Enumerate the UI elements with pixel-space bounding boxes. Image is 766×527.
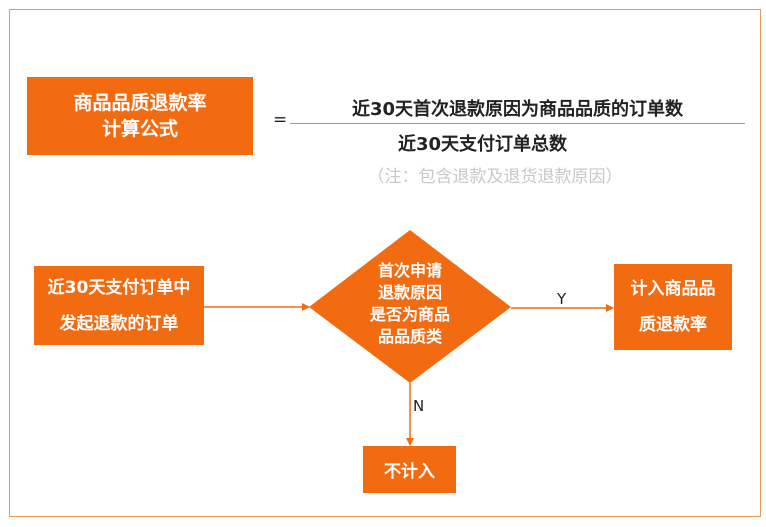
formula-title-line1: 商品品质退款率 [73, 92, 207, 114]
yes-result-line2: 质退款率 [639, 315, 707, 335]
yes-label: Y [557, 290, 567, 308]
formula-title-box: 商品品质退款率 计算公式 [27, 77, 253, 155]
formula-title-line2: 计算公式 [101, 118, 178, 140]
diagram-frame [9, 9, 761, 517]
no-label: N [413, 397, 425, 415]
decision-line-2: 退款原因 [377, 283, 442, 302]
formula-note: （注：包含退款及退货退款原因） [367, 167, 623, 187]
formula-denominator: 近30天支付订单总数 [397, 134, 568, 155]
no-result-box: 不计入 [363, 446, 456, 493]
no-result-text: 不计入 [384, 462, 435, 482]
start-line2: 发起退款的订单 [59, 313, 179, 334]
start-line1: 近30天支付订单中 [47, 277, 191, 298]
start-box: 近30天支付订单中 发起退款的订单 [34, 266, 204, 345]
formula-numerator: 近30天首次退款原因为商品品质的订单数 [351, 99, 684, 120]
yes-result-box: 计入商品品 质退款率 [614, 264, 732, 350]
decision-diamond [309, 230, 511, 383]
decision-text: 首次申请 退款原因 是否为商品 品品质类 [360, 260, 460, 348]
decision-line-4: 品品质类 [377, 327, 442, 346]
fraction-line [290, 123, 745, 124]
decision-line-1: 首次申请 [377, 261, 442, 280]
equals-sign: = [273, 110, 288, 130]
yes-result-line1: 计入商品品 [630, 279, 716, 299]
decision-line-3: 是否为商品 [369, 305, 450, 324]
